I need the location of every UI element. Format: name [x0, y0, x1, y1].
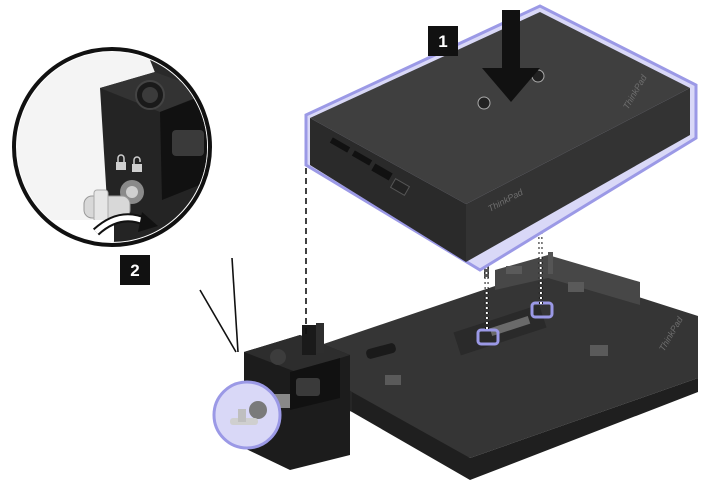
step-1-label: 1	[428, 26, 458, 56]
laptop-port	[351, 150, 373, 166]
padlock-icon	[116, 154, 142, 172]
docking-station: ThinkPad	[300, 252, 698, 480]
laptop: ThinkPad ThinkPad	[304, 4, 698, 272]
dock-button	[590, 345, 608, 356]
dock-front-face	[352, 378, 698, 480]
dock-back-ridge	[495, 255, 640, 305]
dock-guide-post	[548, 252, 553, 274]
zoom-callout-lines	[199, 257, 239, 353]
key-icon	[230, 401, 267, 425]
dock-button	[385, 375, 401, 385]
laptop-front-side	[466, 88, 690, 262]
dock-slot	[366, 343, 396, 359]
eject-latch	[302, 325, 316, 355]
arrow-down-icon	[482, 10, 540, 102]
post-highlight-left	[476, 328, 500, 346]
laptop-top-cover	[310, 12, 690, 204]
dock-button	[568, 282, 584, 292]
laptop-port	[371, 163, 393, 181]
laptop-guide-hole	[477, 96, 491, 110]
laptop-port-vga	[389, 177, 411, 197]
step-2-label: 2	[120, 255, 150, 285]
dock-top-surface	[300, 268, 698, 458]
zoom-callout-content	[17, 52, 207, 242]
rotate-arrow-icon	[92, 212, 158, 236]
laptop-port	[329, 137, 351, 153]
step-1-number: 1	[438, 32, 447, 51]
key-lock-highlight	[212, 380, 282, 450]
step-2-number: 2	[130, 261, 139, 280]
key-icon	[83, 180, 144, 223]
dock-connector	[489, 316, 531, 336]
laptop-left-side	[310, 118, 466, 262]
dock-button	[506, 266, 522, 274]
